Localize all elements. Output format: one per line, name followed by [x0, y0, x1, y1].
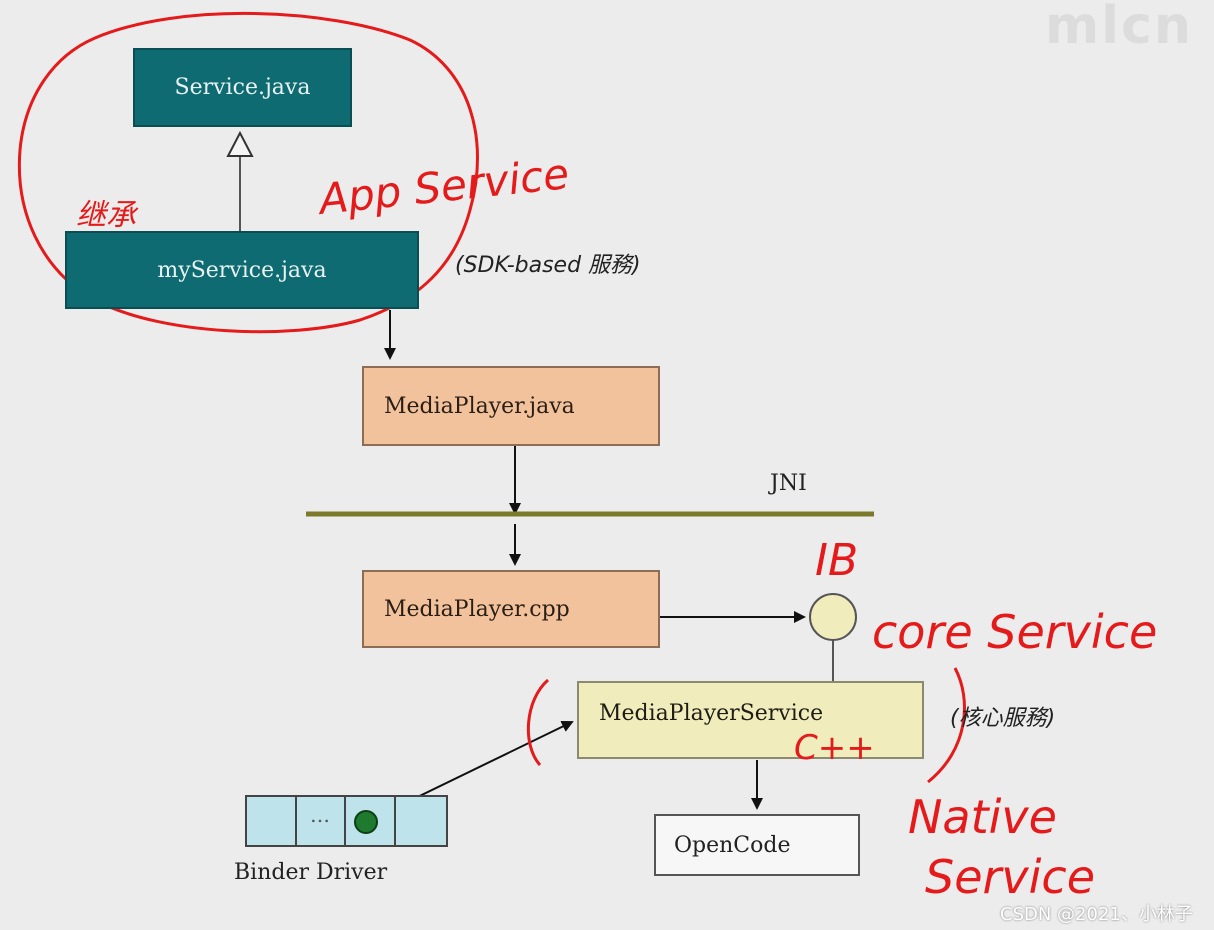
ib-interface-circle	[809, 593, 857, 641]
service-java-node: Service.java	[133, 48, 352, 127]
native-annotation: Native	[908, 790, 1057, 844]
media-player-service-label: MediaPlayerService	[599, 701, 824, 726]
media-player-java-label: MediaPlayer.java	[384, 393, 575, 419]
service-annotation: Service	[925, 850, 1096, 904]
footer-watermark: CSDN @2021、小林子	[1000, 904, 1193, 925]
core-service-annotation: core Service	[872, 605, 1158, 659]
open-code-node: OpenCode	[654, 814, 860, 876]
watermark-logo: mlcn	[1045, 0, 1193, 56]
binder-driver-strip	[245, 795, 448, 847]
sdk-based-label: (SDK-based 服務)	[455, 253, 641, 278]
service-java-label: Service.java	[174, 75, 311, 100]
app-service-red-circle	[17, 11, 479, 334]
media-player-java-node: MediaPlayer.java	[362, 366, 660, 446]
inherit-annotation: 继承	[76, 198, 136, 233]
binder-driver-label: Binder Driver	[234, 860, 388, 885]
ib-annotation: IB	[815, 535, 859, 586]
inheritance-triangle	[226, 130, 254, 157]
media-player-cpp-node: MediaPlayer.cpp	[362, 570, 660, 648]
core-service-right-bracket	[927, 667, 966, 784]
core-service-left-bracket	[526, 678, 550, 767]
jni-label: JNI	[770, 471, 807, 496]
core-service-cn-label: (核心服務)	[950, 706, 1056, 731]
open-code-label: OpenCode	[674, 832, 791, 858]
media-player-service-node: MediaPlayerService	[577, 681, 924, 759]
cpp-annotation: C++	[794, 728, 875, 768]
media-player-cpp-label: MediaPlayer.cpp	[384, 596, 570, 622]
binder-dot	[354, 810, 378, 834]
binder-ellipsis: …	[310, 803, 330, 827]
my-service-java-label: myService.java	[157, 257, 327, 283]
my-service-java-node: myService.java	[65, 231, 419, 309]
